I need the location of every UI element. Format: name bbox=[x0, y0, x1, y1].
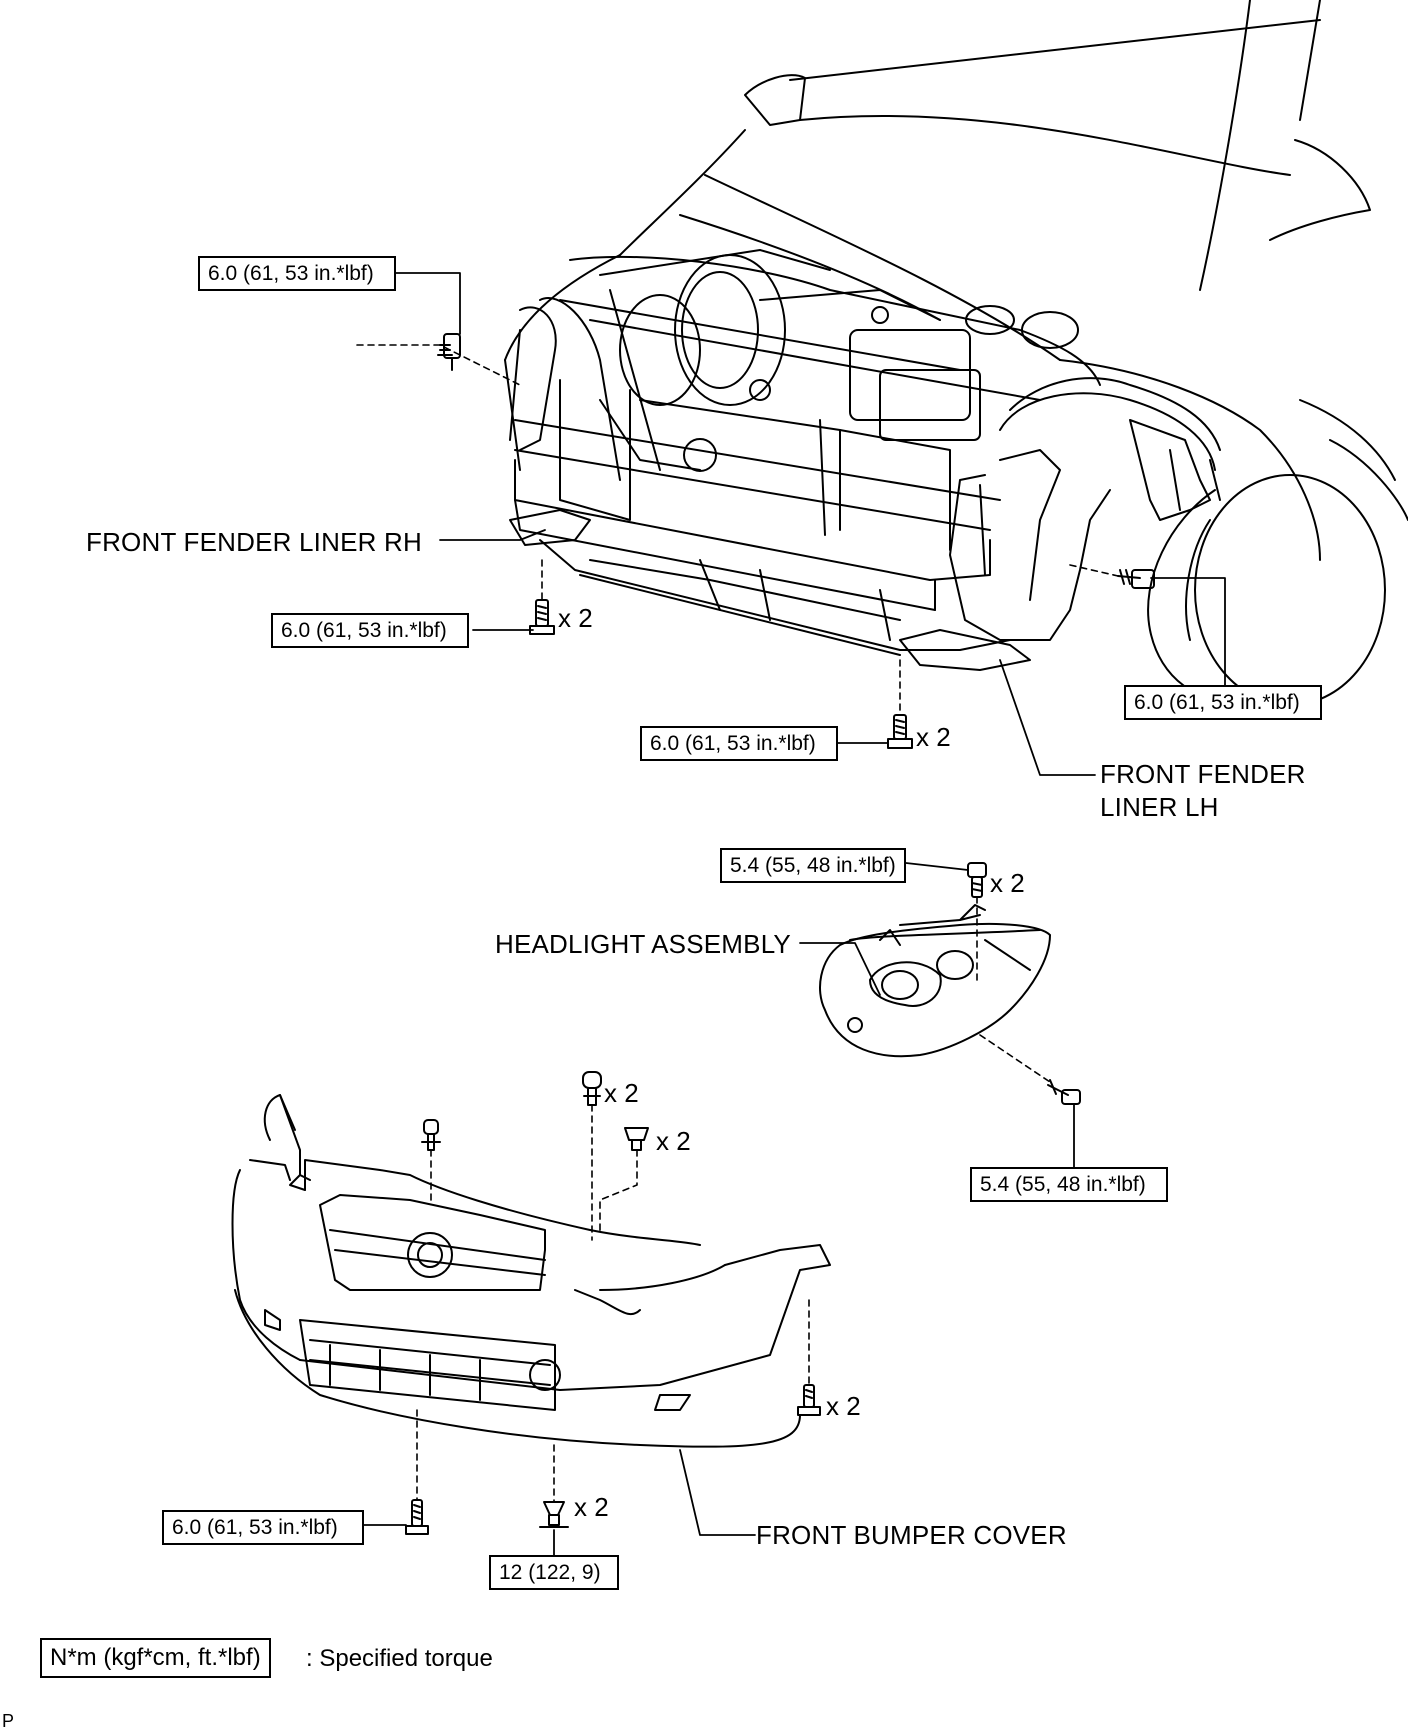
clip-icon bbox=[624, 1127, 649, 1151]
quantity-label: x 2 bbox=[558, 603, 593, 633]
clip-icon bbox=[539, 1501, 569, 1528]
quantity-label: x 2 bbox=[990, 868, 1025, 898]
part-label-line: FRONT FENDER bbox=[1100, 759, 1306, 789]
part-label-front-fender-liner-lh: FRONT FENDER LINER LH bbox=[1100, 758, 1306, 823]
part-label-front-fender-liner-rh: FRONT FENDER LINER RH bbox=[86, 527, 422, 557]
clip-icon bbox=[421, 1119, 441, 1151]
bolt-icon bbox=[405, 1499, 429, 1535]
part-label-headlight-assembly: HEADLIGHT ASSEMBLY bbox=[495, 929, 791, 959]
bolt-icon bbox=[437, 333, 461, 371]
part-label-line: LINER LH bbox=[1100, 791, 1219, 822]
part-label-front-bumper-cover: FRONT BUMPER COVER bbox=[756, 1520, 1067, 1550]
torque-spec-label: 6.0 (61, 53 in.*lbf) bbox=[162, 1510, 364, 1545]
bolt-icon bbox=[797, 1384, 821, 1416]
bolt-icon bbox=[887, 714, 913, 749]
torque-unit-legend-box: N*m (kgf*cm, ft.*lbf) bbox=[40, 1638, 271, 1678]
dashed-installation-lines bbox=[356, 344, 1119, 1503]
quantity-label: x 2 bbox=[656, 1126, 691, 1156]
quantity-label: x 2 bbox=[826, 1391, 861, 1421]
quantity-label: x 2 bbox=[604, 1078, 639, 1108]
leader-lines bbox=[363, 272, 1226, 1556]
torque-spec-label: 5.4 (55, 48 in.*lbf) bbox=[970, 1167, 1168, 1202]
clip-icon bbox=[582, 1071, 602, 1106]
torque-spec-label: 12 (122, 9) bbox=[489, 1555, 619, 1590]
front-bumper-cover-illustration bbox=[231, 1094, 831, 1448]
headlight-assembly-illustration bbox=[819, 904, 1051, 1058]
torque-spec-label: 6.0 (61, 53 in.*lbf) bbox=[640, 726, 838, 761]
torque-spec-label: 5.4 (55, 48 in.*lbf) bbox=[720, 848, 906, 883]
footer-mark: P bbox=[2, 1711, 15, 1731]
bolt-icon bbox=[1117, 569, 1155, 589]
bolt-icon bbox=[529, 599, 555, 635]
quantity-label: x 2 bbox=[574, 1492, 609, 1522]
torque-spec-label: 6.0 (61, 53 in.*lbf) bbox=[271, 613, 469, 648]
quantity-label: x 2 bbox=[916, 722, 951, 752]
bolt-icon bbox=[967, 862, 987, 898]
torque-spec-label: 6.0 (61, 53 in.*lbf) bbox=[198, 256, 396, 291]
torque-legend-description: : Specified torque bbox=[306, 1645, 493, 1672]
bolt-icon bbox=[1047, 1079, 1081, 1105]
vehicle-front-illustration bbox=[504, 0, 1408, 706]
torque-spec-label: 6.0 (61, 53 in.*lbf) bbox=[1124, 685, 1322, 720]
